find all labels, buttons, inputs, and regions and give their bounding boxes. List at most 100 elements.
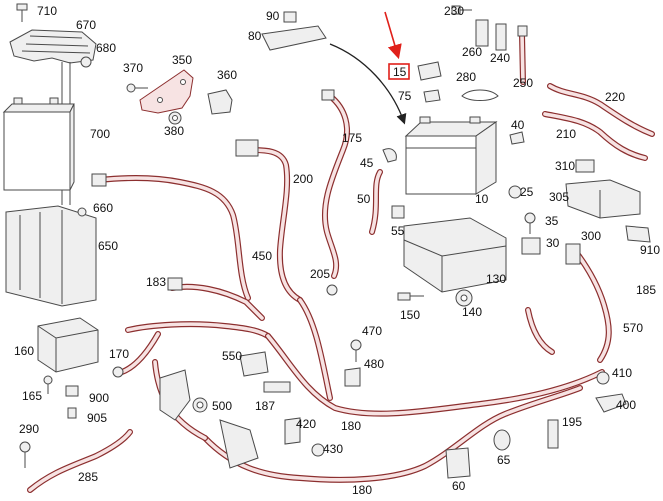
bracket-hole: [180, 79, 186, 85]
callout-300[interactable]: 300: [581, 229, 601, 243]
part-680-drawing: [80, 56, 92, 68]
callout-50[interactable]: 50: [357, 192, 371, 206]
callout-910[interactable]: 910: [640, 243, 660, 257]
cable-200-core: [248, 148, 302, 302]
cover-rib: [21, 50, 91, 54]
callout-240[interactable]: 240: [490, 51, 510, 65]
part-430-drawing: [311, 443, 325, 457]
tray-edge: [441, 245, 507, 257]
callout-140[interactable]: 140: [462, 305, 482, 319]
callout-25[interactable]: 25: [520, 185, 534, 199]
bracket: [344, 367, 361, 387]
part-360-drawing: [207, 89, 233, 115]
callout-670[interactable]: 670: [76, 18, 96, 32]
callout-470[interactable]: 470: [362, 324, 382, 338]
nut: [596, 371, 610, 385]
callout-660[interactable]: 660: [93, 201, 113, 215]
callout-200[interactable]: 200: [293, 172, 313, 186]
part-260-drawing: [475, 19, 489, 47]
part-350-drawing: [139, 69, 194, 114]
callout-80[interactable]: 80: [248, 29, 262, 43]
callout-130[interactable]: 130: [486, 272, 506, 286]
callout-160[interactable]: 160: [14, 344, 34, 358]
callout-450[interactable]: 450: [252, 249, 272, 263]
callout-370[interactable]: 370: [123, 61, 143, 75]
part-660-drawing: [77, 207, 87, 217]
callout-75[interactable]: 75: [398, 89, 412, 103]
battery-top: [2, 103, 75, 113]
part-420-drawing: [284, 417, 301, 445]
callout-60[interactable]: 60: [452, 479, 466, 493]
callout-15[interactable]: 15: [393, 65, 407, 79]
cover-strip: [261, 25, 327, 51]
callout-380[interactable]: 380: [164, 124, 184, 138]
callout-205[interactable]: 205: [310, 267, 330, 281]
callout-35[interactable]: 35: [545, 214, 559, 228]
callout-360[interactable]: 360: [217, 68, 237, 82]
part-80-drawing: [261, 25, 327, 51]
callout-185[interactable]: 185: [636, 283, 656, 297]
cable-main-lower-core: [266, 334, 604, 416]
sleeve: [67, 407, 77, 419]
callout-570[interactable]: 570: [623, 321, 643, 335]
cable-180-bottom-core: [203, 386, 582, 482]
callout-90[interactable]: 90: [266, 9, 280, 23]
callout-150[interactable]: 150: [400, 308, 420, 322]
callout-905[interactable]: 905: [87, 411, 107, 425]
callout-30[interactable]: 30: [546, 236, 560, 250]
callout-175[interactable]: 175: [342, 131, 362, 145]
callout-290[interactable]: 290: [19, 422, 39, 436]
part-25-drawing: [508, 185, 522, 199]
part-55-drawing: [391, 205, 405, 219]
callout-250[interactable]: 250: [513, 76, 533, 90]
callout-165[interactable]: 165: [22, 389, 42, 403]
callout-700[interactable]: 700: [90, 127, 110, 141]
callout-260[interactable]: 260: [462, 45, 482, 59]
callout-285[interactable]: 285: [78, 470, 98, 484]
callout-550[interactable]: 550: [222, 349, 242, 363]
part-200-drawing: [235, 139, 259, 157]
callout-170[interactable]: 170: [109, 347, 129, 361]
callout-410[interactable]: 410: [612, 366, 632, 380]
part-700-drawing: [2, 97, 75, 191]
part-710-drawing: [16, 3, 28, 22]
bolt-head: [19, 441, 31, 453]
callout-230[interactable]: 230: [444, 4, 464, 18]
callout-220[interactable]: 220: [605, 90, 625, 104]
callout-195[interactable]: 195: [562, 415, 582, 429]
part-410-drawing: [596, 371, 610, 385]
battery-terminal: [469, 116, 481, 124]
cable-clip: [547, 419, 559, 449]
callout-480[interactable]: 480: [364, 357, 384, 371]
callout-180-middle[interactable]: 180: [341, 419, 361, 433]
connector: [565, 243, 581, 265]
callout-183[interactable]: 183: [146, 275, 166, 289]
callout-65[interactable]: 65: [497, 453, 511, 467]
part-650-drawing: [5, 205, 97, 307]
callout-10[interactable]: 10: [475, 192, 489, 206]
callout-650[interactable]: 650: [98, 239, 118, 253]
callout-40[interactable]: 40: [511, 118, 525, 132]
callout-280[interactable]: 280: [456, 70, 476, 84]
part-75-drawing: [423, 89, 441, 103]
callout-680[interactable]: 680: [96, 41, 116, 55]
callout-710[interactable]: 710: [37, 4, 57, 18]
cap: [283, 11, 297, 23]
callout-500[interactable]: 500: [212, 399, 232, 413]
callout-400[interactable]: 400: [616, 398, 636, 412]
callout-187[interactable]: 187: [255, 399, 275, 413]
bolt-head: [126, 83, 136, 93]
callout-210[interactable]: 210: [556, 127, 576, 141]
callout-305[interactable]: 305: [549, 190, 569, 204]
part-60-drawing: [445, 447, 471, 479]
callout-310[interactable]: 310: [555, 159, 575, 173]
highlight-box: [388, 63, 410, 80]
callout-900[interactable]: 900: [89, 391, 109, 405]
callout-430[interactable]: 430: [323, 442, 343, 456]
callout-180-bottom[interactable]: 180: [352, 483, 372, 497]
callout-420[interactable]: 420: [296, 417, 316, 431]
cable-connector-lower-right-core: [526, 308, 554, 354]
callout-350[interactable]: 350: [172, 53, 192, 67]
callout-55[interactable]: 55: [391, 224, 405, 238]
callout-45[interactable]: 45: [360, 156, 374, 170]
